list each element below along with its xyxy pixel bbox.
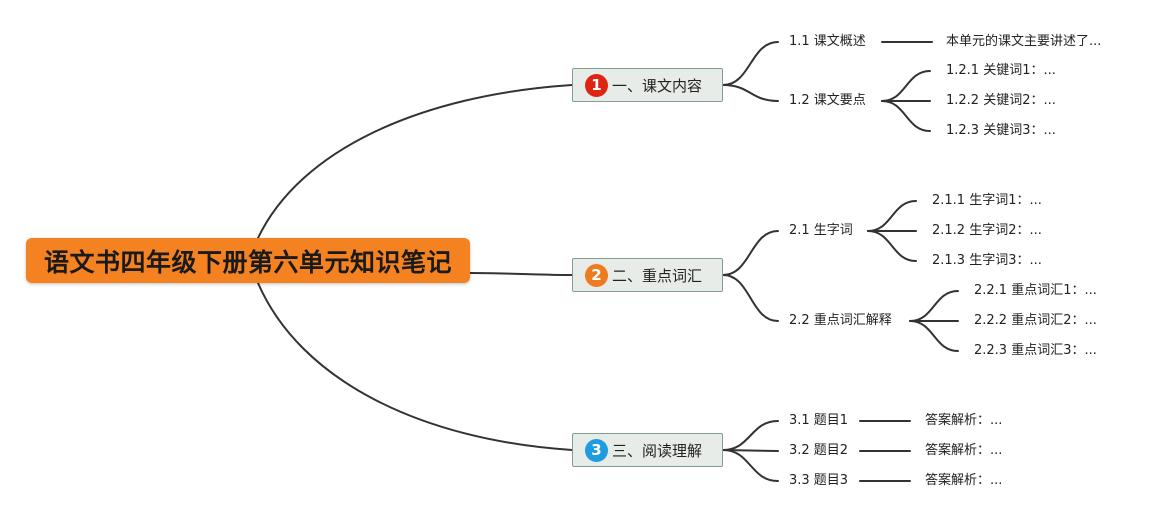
detail-1-2-2[interactable]: 1.2.2 关键词2：... (946, 93, 1056, 108)
root-topic[interactable]: 语文书四年级下册第六单元知识笔记 (26, 238, 470, 283)
detail-1-1-1[interactable]: 本单元的课文主要讲述了... (946, 34, 1102, 49)
number-badge-2: 2 (585, 263, 608, 287)
connector-sub2-1-detail3 (867, 230, 917, 262)
connector-branch3-sub3 (722, 449, 779, 482)
branch-key-vocabulary[interactable]: 2 二、重点词汇 (572, 258, 723, 292)
detail-3-3-1[interactable]: 答案解析：... (925, 473, 1003, 488)
connector-sub1-2-detail3 (881, 100, 931, 132)
subtopic-3-2[interactable]: 3.2 题目2 (789, 443, 849, 458)
connector-branch3-sub2 (722, 449, 779, 452)
number-badge-1: 1 (585, 73, 608, 97)
subtopic-2-2[interactable]: 2.2 重点词汇解释 (789, 313, 892, 328)
connector-root-branch-1 (257, 84, 573, 239)
connector-sub2-2-detail1 (909, 290, 959, 322)
connector-root-branch-2 (469, 272, 573, 276)
branch-label: 一、课文内容 (612, 76, 703, 95)
branch-label: 三、阅读理解 (612, 441, 703, 460)
connector-branch3-sub1 (722, 420, 779, 451)
detail-2-1-3[interactable]: 2.1.3 生字词3：... (932, 253, 1042, 268)
detail-2-2-3[interactable]: 2.2.3 重点词汇3：... (974, 343, 1097, 358)
detail-3-1-1[interactable]: 答案解析：... (925, 413, 1003, 428)
connector-branch2-sub2 (722, 274, 779, 322)
connector-branch1-sub1 (722, 41, 779, 86)
connector-sub2-1-detail1 (867, 200, 917, 232)
number-badge-3: 3 (585, 438, 608, 462)
detail-1-2-1[interactable]: 1.2.1 关键词1：... (946, 63, 1056, 78)
connector-root-branch-3 (257, 282, 573, 451)
connector-sub1-2-detail1 (881, 70, 931, 102)
detail-2-2-2[interactable]: 2.2.2 重点词汇2：... (974, 313, 1097, 328)
subtopic-2-1[interactable]: 2.1 生字词 (789, 223, 853, 238)
subtopic-1-2[interactable]: 1.2 课文要点 (789, 93, 866, 108)
detail-2-1-2[interactable]: 2.1.2 生字词2：... (932, 223, 1042, 238)
subtopic-1-1[interactable]: 1.1 课文概述 (789, 34, 866, 49)
connector-branch1-sub2 (722, 84, 779, 102)
branch-label: 二、重点词汇 (612, 266, 703, 285)
detail-1-2-3[interactable]: 1.2.3 关键词3：... (946, 123, 1056, 138)
connector-sub2-2-detail3 (909, 320, 959, 352)
detail-2-1-1[interactable]: 2.1.1 生字词1：... (932, 193, 1042, 208)
connector-branch2-sub1 (722, 230, 779, 276)
detail-2-2-1[interactable]: 2.2.1 重点词汇1：... (974, 283, 1097, 298)
subtopic-3-1[interactable]: 3.1 题目1 (789, 413, 849, 428)
branch-course-content[interactable]: 1 一、课文内容 (572, 68, 723, 102)
subtopic-3-3[interactable]: 3.3 题目3 (789, 473, 849, 488)
detail-3-2-1[interactable]: 答案解析：... (925, 443, 1003, 458)
branch-reading-comprehension[interactable]: 3 三、阅读理解 (572, 433, 723, 467)
